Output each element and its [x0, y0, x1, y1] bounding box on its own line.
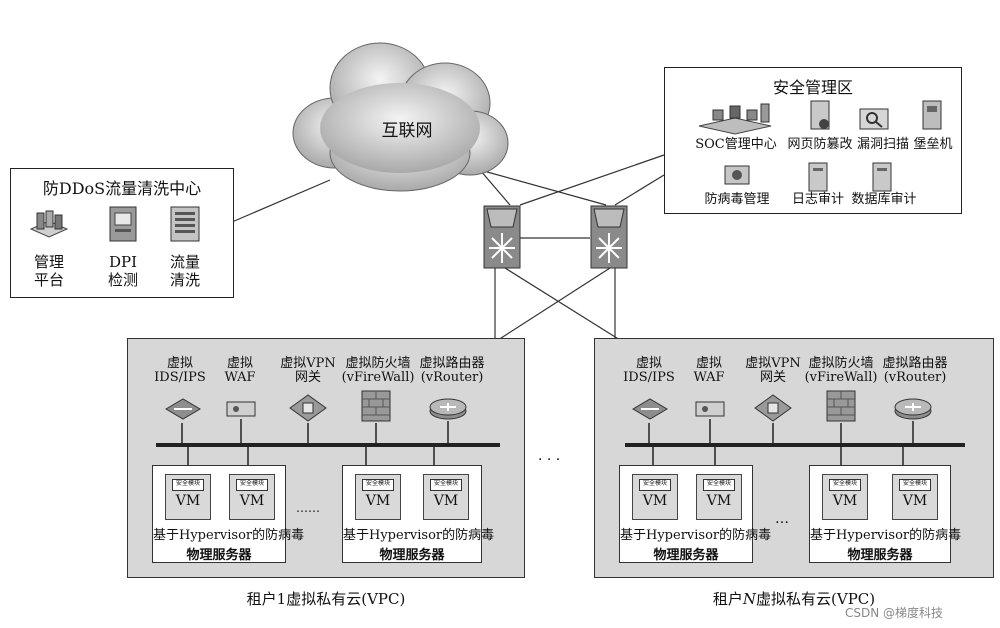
vpc1-vpn-gateway-icon: [289, 394, 327, 422]
vpcn-hypervisor-antivirus-1: 基于Hypervisor的防病毒: [620, 528, 772, 543]
core-switch-left-icon: [483, 205, 521, 269]
watermark: CSDN @梯度科技: [845, 606, 944, 620]
cloud-icon: [292, 42, 509, 192]
core-switch-right-icon: [590, 205, 628, 269]
vpc1-server-ellipsis: ……: [296, 501, 320, 515]
web-tamper-protection-icon: [810, 100, 830, 130]
security-item-log-audit: 日志审计: [791, 192, 844, 207]
ddos-item-traffic-cleaning: 流量清洗: [169, 253, 200, 289]
vpcn-virtual-router-label: 虚拟路由器(vRouter): [882, 356, 948, 385]
vpcn-server-ellipsis: …: [775, 511, 789, 527]
vpc1-router-icon: [429, 398, 467, 420]
ddos-item-management-platform: 管理平台: [33, 253, 64, 289]
antivirus-management-icon: [724, 165, 750, 185]
database-audit-icon: [872, 162, 892, 192]
vpcn-waf-icon: [695, 401, 725, 417]
vpc1-server-label-2: 物理服务器: [379, 548, 445, 563]
security-item-soc: SOC管理中心: [695, 137, 777, 152]
vpc1-firewall-icon: [361, 390, 391, 422]
vpcn-server-label-1: 物理服务器: [653, 548, 719, 563]
security-zone-title: 安全管理区: [772, 78, 853, 97]
between-vpcs-ellipsis: · · ·: [538, 452, 561, 468]
vpcn-hypervisor-antivirus-2: 基于Hypervisor的防病毒: [810, 528, 962, 543]
vpc1-ids-ips-icon: [165, 398, 201, 420]
vpcn-caption: 租户N虚拟私有云(VPC): [712, 590, 876, 608]
log-audit-icon: [808, 162, 828, 192]
security-management-zone-panel: 安全管理区 SOC管理中心 网页防篡改 漏洞扫描 堡垒机 防病毒管理 日志审计 …: [664, 67, 962, 214]
vpc1-server-label-1: 物理服务器: [186, 548, 252, 563]
ddos-center-title: 防DDoS流量清洗中心: [42, 179, 202, 198]
security-item-bastion: 堡垒机: [913, 137, 953, 152]
vulnerability-scan-icon: [859, 108, 889, 130]
security-item-antivirus: 防病毒管理: [704, 192, 770, 207]
vpc1-virtual-router-label: 虚拟路由器(vRouter): [419, 356, 485, 385]
vpcn-firewall-icon: [826, 390, 856, 422]
vpc1-caption: 租户1虚拟私有云(VPC): [246, 590, 406, 608]
vpc1-waf-icon: [226, 401, 256, 417]
soc-center-icon: [698, 103, 772, 135]
vpcn-virtual-firewall-label: 虚拟防火墙(vFireWall): [804, 356, 878, 385]
vpcn-vpn-gateway-icon: [754, 394, 792, 422]
internet-label: 互联网: [381, 121, 433, 141]
security-item-db-audit: 数据库审计: [851, 192, 917, 207]
vpc1-hypervisor-antivirus-1: 基于Hypervisor的防病毒: [153, 528, 305, 543]
security-item-web-tamper: 网页防篡改: [787, 137, 853, 152]
vpcn-ids-ips-icon: [632, 398, 668, 420]
traffic-cleaning-icon: [170, 206, 200, 242]
dpi-detection-icon: [109, 206, 137, 242]
vpcn-router-icon: [894, 398, 932, 420]
vpc1-virtual-firewall-label: 虚拟防火墙(vFireWall): [341, 356, 415, 385]
vpc1-hypervisor-antivirus-2: 基于Hypervisor的防病毒: [343, 528, 495, 543]
management-platform-icon: [29, 210, 69, 238]
bastion-host-icon: [922, 100, 942, 130]
vpcn-server-label-2: 物理服务器: [847, 548, 913, 563]
security-item-vuln-scan: 漏洞扫描: [856, 137, 909, 152]
